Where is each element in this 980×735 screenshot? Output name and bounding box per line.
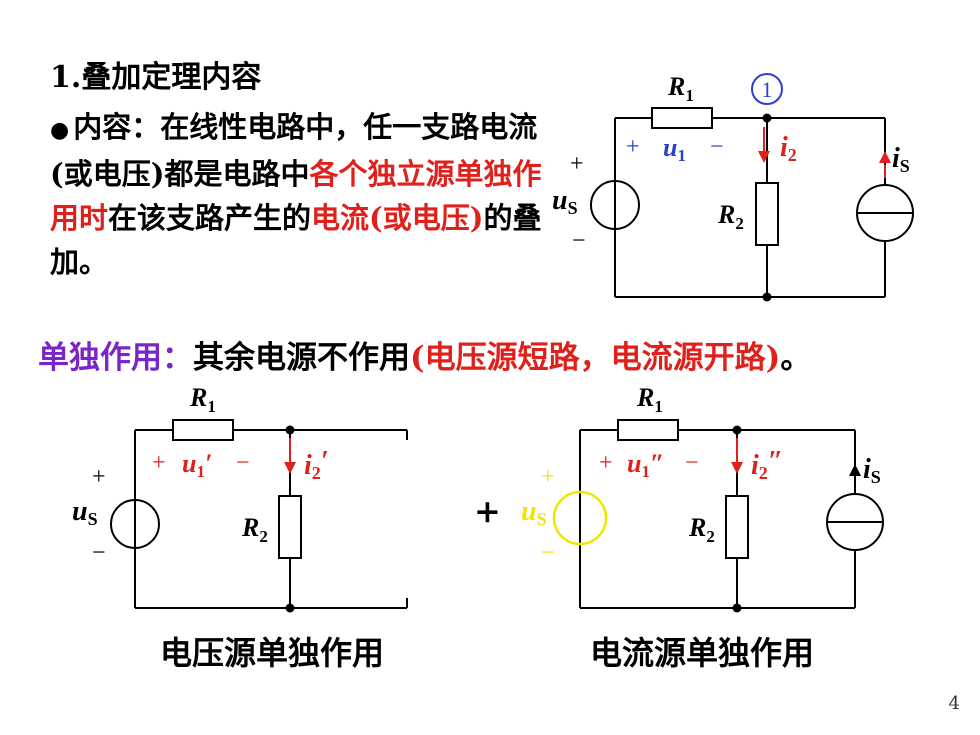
content-text-3: 的叠加。	[50, 201, 542, 279]
content-paragraph: ●内容：在线性电路中，任一支路电流(或电压)都是电路中各个独立源单独作用时在该支…	[50, 105, 570, 284]
svg-text:iS: iS	[892, 143, 910, 176]
label-i2: i	[304, 450, 312, 481]
i2-arrow-icon	[284, 462, 296, 474]
resistor-r2	[278, 495, 302, 559]
svg-text:iS: iS	[863, 454, 881, 487]
label-r1: R	[189, 383, 207, 412]
label-u1: u	[663, 133, 677, 162]
node-dot-top	[762, 113, 772, 123]
node-dot-bottom	[762, 292, 772, 302]
single-paren: (电压源短路，电流源开路)	[410, 340, 781, 376]
label-r2: R	[241, 513, 259, 542]
svg-text:i2: i2	[780, 132, 797, 165]
svg-text:R1: R1	[189, 383, 216, 416]
label-u1-minus: −	[236, 450, 250, 476]
label-u1: u	[182, 449, 196, 478]
caption-current-only: 电流源单独作用	[590, 634, 815, 672]
svg-text:R1: R1	[667, 72, 694, 105]
label-r1: R	[667, 72, 685, 101]
circuit-top: R1 1 + u1 − i2 iS + uS − R2	[552, 72, 914, 302]
node-dot-bottom	[732, 603, 742, 613]
label-u1-plus: +	[152, 450, 166, 476]
resistor-r2	[725, 495, 749, 559]
node-dot-bottom	[285, 603, 295, 613]
label-r2: R	[688, 513, 706, 542]
node-dot-top	[732, 425, 742, 435]
label-i2: i	[780, 132, 788, 163]
svg-text:R2: R2	[717, 200, 744, 233]
label-us-minus: −	[92, 540, 106, 566]
label-node-1: 1	[762, 77, 773, 102]
label-us-minus: −	[541, 540, 555, 566]
label-us-plus: +	[570, 151, 584, 177]
caption-voltage-only: 电压源单独作用	[160, 634, 385, 672]
single-end: 。	[780, 340, 812, 376]
label-u1-minus: −	[710, 134, 724, 160]
label-u1-plus: +	[599, 450, 613, 476]
shorted-voltage-source-highlight	[552, 490, 608, 546]
resistor-r2	[755, 182, 779, 246]
label-us-plus: +	[92, 464, 106, 490]
slide-title: 1.叠加定理内容	[50, 60, 262, 95]
i2-arrow-icon	[731, 462, 743, 474]
label-us: u	[521, 496, 537, 527]
label-is: i	[892, 143, 900, 174]
svg-text:R1: R1	[636, 383, 663, 416]
label-is: i	[863, 454, 871, 485]
single-label: 单独作用：	[38, 340, 193, 376]
superposition-plus-sign: +	[474, 492, 501, 530]
content-text-2: 在该支路产生的	[108, 201, 312, 235]
content-label: 内容：	[73, 110, 161, 144]
single-action-line: 单独作用：其余电源不作用(电压源短路，电流源开路)。	[38, 332, 811, 377]
svg-text:u1″: u1″	[627, 449, 664, 481]
is-arrow-icon	[879, 151, 891, 163]
svg-text:i2″: i2″	[751, 446, 783, 483]
label-u1-minus: −	[685, 450, 699, 476]
page-number: 4	[948, 693, 960, 714]
svg-text:u1: u1	[663, 133, 686, 165]
label-us-minus: −	[572, 228, 586, 254]
circuit-current-only: R1 + u1″ − i2″ iS + uS − R2	[521, 383, 884, 613]
label-r2: R	[717, 200, 735, 229]
svg-text:R2: R2	[241, 513, 268, 546]
label-r1: R	[636, 383, 654, 412]
svg-text:uS: uS	[521, 496, 547, 529]
node-1-marker	[751, 73, 783, 105]
i2-arrow-icon	[758, 151, 770, 163]
resistor-r1	[651, 107, 713, 129]
circuit-voltage-only: R1 + u1′ − i2′ + uS − R2	[72, 383, 408, 613]
svg-text:uS: uS	[552, 185, 578, 218]
svg-text:u1′: u1′	[182, 449, 212, 481]
label-us: u	[552, 185, 568, 216]
content-highlight-1: 各个独立源单独作用时	[50, 157, 542, 235]
svg-text:i2′: i2′	[304, 446, 329, 483]
content-highlight-2: 电流(或电压)	[311, 201, 484, 235]
svg-text:R2: R2	[688, 513, 715, 546]
single-text: 其余电源不作用	[193, 340, 410, 376]
resistor-r1	[172, 419, 234, 441]
label-i2: i	[751, 450, 759, 481]
label-u1: u	[627, 449, 641, 478]
speaker-bullet-icon: ●	[50, 117, 70, 143]
content-text-1: 在线性电路中，任一支路电流(或电压)都是电路中	[50, 110, 538, 191]
resistor-r1	[617, 419, 679, 441]
is-arrow-icon	[849, 464, 861, 476]
node-dot-top	[285, 425, 295, 435]
label-u1-plus: +	[626, 134, 640, 160]
label-us: u	[72, 496, 88, 527]
svg-text:uS: uS	[72, 496, 98, 529]
label-us-plus: +	[541, 464, 555, 490]
